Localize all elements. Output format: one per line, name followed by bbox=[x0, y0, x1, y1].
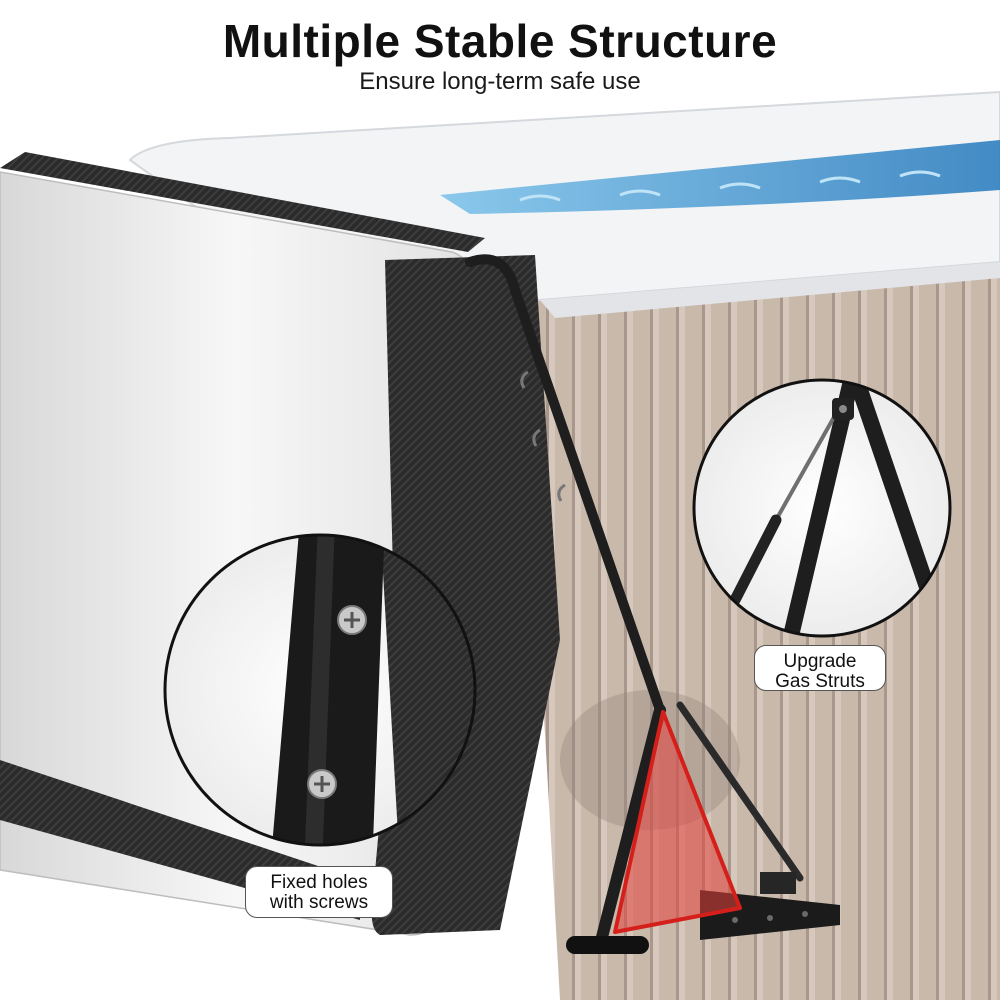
gas-strut-zoom-detail bbox=[692, 378, 952, 638]
screw-zoom-detail bbox=[163, 533, 477, 847]
lifter-base-leg bbox=[594, 704, 666, 951]
callout-line: Gas Struts bbox=[775, 671, 865, 692]
callout-line: Fixed holes bbox=[270, 872, 368, 893]
screw-icon bbox=[337, 605, 367, 635]
screw-icon bbox=[307, 769, 337, 799]
page-subtitle: Ensure long-term safe use bbox=[359, 68, 641, 95]
page-title: Multiple Stable Structure bbox=[222, 15, 778, 67]
callout-line: with screws bbox=[269, 892, 369, 913]
callout-gas-struts: Upgrade Gas Struts bbox=[754, 645, 886, 692]
callout-fixed-holes: Fixed holes with screws bbox=[245, 866, 393, 918]
gas-strut-rod bbox=[676, 701, 804, 882]
lifter-hooks bbox=[520, 370, 566, 502]
stability-triangle bbox=[613, 710, 742, 934]
lifter-arm bbox=[465, 254, 665, 715]
callout-line: Upgrade bbox=[783, 651, 857, 672]
tub-water bbox=[440, 140, 1000, 214]
gas-strut-icon bbox=[729, 409, 840, 606]
spa-cover-top-strip bbox=[0, 152, 485, 252]
